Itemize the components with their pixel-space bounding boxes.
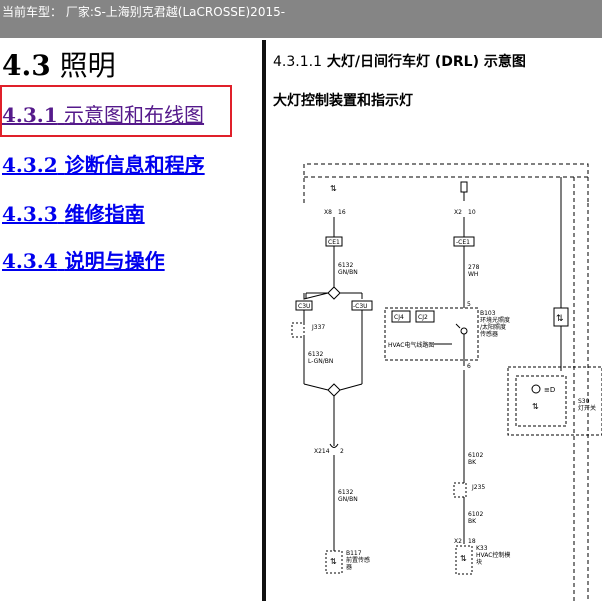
j235-splice-pack	[453, 482, 467, 498]
b117-name-2: 器	[346, 564, 352, 571]
conn-x2-label: X2	[454, 209, 462, 216]
b103-sensor-box	[384, 307, 479, 361]
conn-x2-pin: 10	[468, 209, 476, 216]
conn-x214-pin: 2	[340, 448, 344, 455]
b117-name-1: 前置传感	[346, 556, 370, 564]
s30-arrow-icon: ⇅	[532, 402, 539, 411]
light-sensor-icon	[460, 327, 468, 335]
splice-ce1-label: CE1	[328, 239, 340, 246]
nav-link-diagnostics[interactable]: 4.3.2 诊断信息和程序	[2, 153, 205, 177]
wire-6102-a: 6102	[468, 452, 483, 459]
cj2-label: CJ2	[418, 314, 428, 321]
content-pane: 4.3.1.1 大灯/日间行车灯 (DRL) 示意图 大灯控制装置和指示灯 ⇅ …	[266, 38, 602, 601]
s30-label: S30	[578, 398, 590, 405]
cj2-box	[415, 310, 435, 323]
conn-x2-bottom-pin: 18	[468, 538, 476, 545]
j337-label: J337	[311, 324, 325, 331]
connector-x214-icon	[329, 443, 339, 448]
vehicle-model-text: 当前车型： 厂家:S-上海别克君越(LaCROSSE)2015-	[2, 5, 286, 19]
wire-6102-b-color: BK	[468, 518, 477, 525]
c3u-left-label: C3U	[298, 303, 310, 310]
conn-x8-pin: 16	[338, 209, 346, 216]
section-title: 照明	[59, 49, 116, 82]
wire-278: 278	[468, 264, 480, 271]
diagram-subheading: 大灯控制装置和指示灯	[273, 93, 413, 109]
pin-6-label: 6	[467, 363, 471, 370]
headlamp-icon	[531, 384, 541, 394]
wiring-schematic: ⇅ X8 16 CE1 6132 GN/BN C3U -C3U J337 613…	[291, 163, 602, 601]
vehicle-info-bar: 当前车型： 厂家:S-上海别克君越(LaCROSSE)2015-	[0, 0, 602, 38]
left-navigation-pane: 4.3 照明 4.3.1 示意图和布线图 4.3.2 诊断信息和程序 4.3.3…	[0, 38, 262, 601]
j337-splice-pack	[291, 322, 305, 338]
cj4-label: CJ4	[394, 314, 404, 321]
b103-label: B103	[480, 310, 496, 317]
k33-module-icon: ⇅	[460, 554, 467, 563]
hvac-schematic-label: HVAC电气线路图	[388, 341, 434, 349]
section-number: 4.3	[2, 49, 51, 82]
b103-name-3: 传感器	[480, 330, 498, 338]
b103-name-1: 环境光照度	[480, 316, 510, 324]
nav-link-repair-guide[interactable]: 4.3.3 维修指南	[2, 202, 145, 226]
selection-highlight-box	[0, 85, 232, 137]
wire-6132-b: 6132	[308, 351, 323, 358]
wire-6132-a: 6132	[338, 262, 353, 269]
j235-label: J235	[471, 484, 485, 491]
k33-module-box	[455, 545, 473, 575]
wire-6102-a-color: BK	[468, 459, 477, 466]
module-arrow-icon: ⇅	[556, 314, 564, 324]
conn-x8-label: X8	[324, 209, 332, 216]
wire-278-color: WH	[468, 271, 478, 278]
b117-sensor-icon: ⇅	[330, 557, 337, 566]
wire-6132-b-color: L-GN/BN	[308, 358, 333, 365]
splice-ce1-mid-label: -CE1	[456, 239, 470, 246]
b117-label: B117	[346, 550, 362, 557]
b103-name-2: /太阳照度	[480, 323, 506, 331]
pin-5-label: 5	[467, 301, 471, 308]
wire-6102-b: 6102	[468, 511, 483, 518]
k33-name-2: 块	[476, 558, 482, 566]
conn-x2-bottom-label: X2	[454, 538, 462, 545]
pane-divider[interactable]	[262, 40, 266, 601]
wire-6132-a-color: GN/BN	[338, 269, 358, 276]
k33-label: K33	[476, 545, 488, 552]
beam-icon: ≡D	[544, 386, 555, 394]
k33-name-1: HVAC控制模	[476, 551, 510, 559]
s30-name: 灯开关	[578, 404, 596, 412]
splice-node-icon	[327, 286, 341, 300]
connector-arrow-icon: ⇅	[330, 184, 337, 193]
s30-switch-box	[507, 366, 602, 436]
conn-x214-label: X214	[314, 448, 330, 455]
diagram-heading: 4.3.1.1 大灯/日间行车灯 (DRL) 示意图	[273, 54, 526, 70]
wire-6132-c-color: GN/BN	[338, 496, 358, 503]
c3u-right-label: -C3U	[353, 303, 368, 310]
fuse-icon	[460, 181, 468, 193]
b117-sensor-box	[325, 550, 343, 574]
nav-link-schematics[interactable]: 4.3.1 示意图和布线图	[2, 103, 205, 127]
section-heading: 4.3 照明	[2, 44, 116, 84]
splice-node-bottom-icon	[327, 383, 341, 397]
wire-6132-c: 6132	[338, 489, 353, 496]
cj4-box	[391, 310, 411, 323]
nav-link-description-operation[interactable]: 4.3.4 说明与操作	[2, 249, 165, 273]
